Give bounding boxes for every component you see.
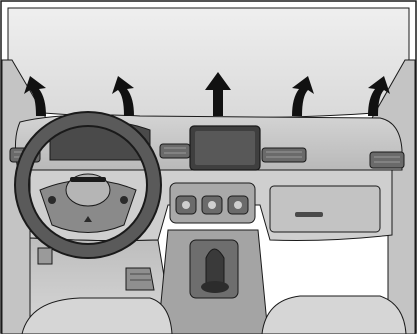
glovebox xyxy=(270,186,380,232)
left-footrest xyxy=(38,248,52,264)
center-right-vent xyxy=(262,148,306,162)
screen-inner xyxy=(195,131,255,165)
right-side-vent xyxy=(370,152,404,168)
brake-pedal xyxy=(126,268,154,290)
windshield xyxy=(8,8,409,118)
center-left-vent xyxy=(160,144,190,158)
passenger-seat xyxy=(262,296,406,334)
glovebox-handle xyxy=(295,212,323,217)
